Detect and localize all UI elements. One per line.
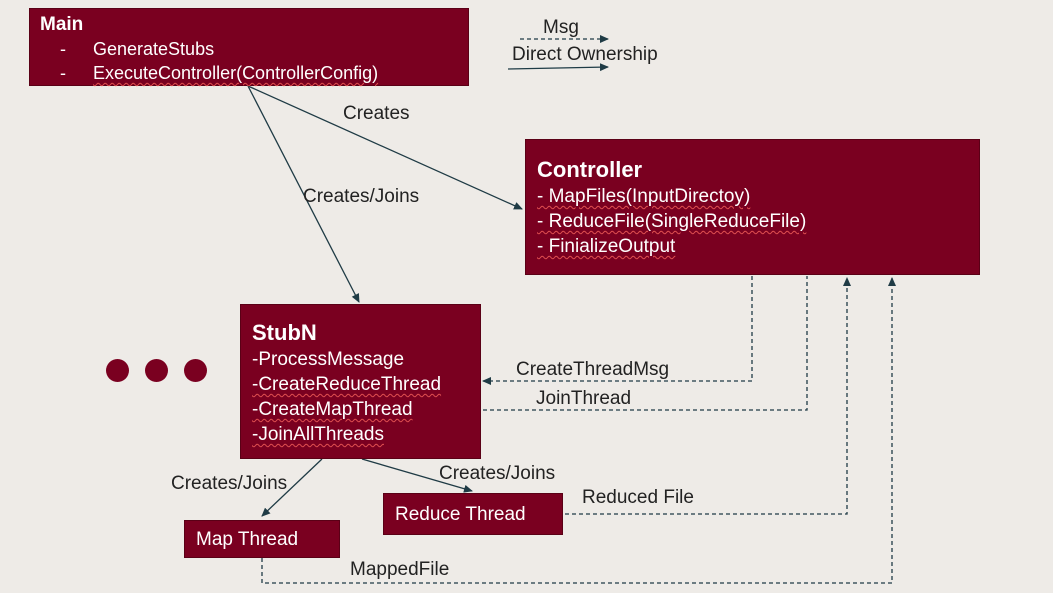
controller-box[interactable]: Controller - MapFiles(InputDirectoy) - R… (525, 139, 980, 275)
reduce-thread-box[interactable]: Reduce Thread (383, 493, 563, 535)
mapped-file-arrow (261, 277, 896, 584)
join-thread-line (483, 276, 808, 411)
main-item: - ExecuteController(ControllerConfig) (40, 61, 458, 85)
controller-item: - MapFiles(InputDirectoy) (537, 186, 751, 207)
main-title: Main (40, 14, 84, 35)
stub-title: StubN (252, 320, 317, 345)
stub-to-reduce-arrow (361, 458, 473, 493)
main-item-label: ExecuteController(ControllerConfig) (93, 63, 379, 83)
creates-joins-reduce-label: Creates/Joins (439, 463, 556, 484)
create-thread-msg-arrow (482, 276, 753, 385)
legend-msg-label: Msg (543, 17, 579, 38)
main-to-controller-arrow (247, 85, 523, 210)
legend-ownership-label: Direct Ownership (512, 44, 658, 65)
stub-item: -ProcessMessage (252, 349, 405, 370)
creates-label: Creates (343, 103, 410, 124)
mapped-file-label: MappedFile (350, 559, 450, 580)
reduced-file-arrow (565, 277, 851, 515)
reduce-thread-title: Reduce Thread (395, 504, 526, 525)
creates-joins-map-label: Creates/Joins (171, 473, 288, 494)
stub-box[interactable]: StubN -ProcessMessage -CreateReduceThrea… (240, 304, 481, 459)
stub-to-map-arrow (261, 458, 323, 517)
map-thread-box[interactable]: Map Thread (184, 520, 340, 558)
creates-joins-stub-label: Creates/Joins (303, 186, 420, 207)
stub-item: -CreateReduceThread (252, 374, 442, 395)
reduced-file-label: Reduced File (582, 487, 694, 508)
main-item: - GenerateStubs (40, 37, 458, 61)
join-thread-label: JoinThread (536, 388, 632, 409)
main-to-stub-arrow (247, 85, 360, 303)
main-box[interactable]: Main - GenerateStubs - ExecuteController(C… (29, 8, 469, 86)
main-item-bullet: - (60, 39, 66, 59)
map-thread-title: Map Thread (196, 529, 299, 550)
legend-ownership-arrow (507, 63, 609, 72)
ellipsis-dot (184, 359, 207, 382)
controller-item: - FinializeOutput (537, 236, 676, 257)
ellipsis-dot (145, 359, 168, 382)
controller-item: - ReduceFile(SingleReduceFile) (537, 211, 807, 232)
create-thread-msg-label: CreateThreadMsg (516, 359, 670, 380)
main-item-label: GenerateStubs (93, 39, 215, 59)
main-item-bullet: - (60, 63, 66, 83)
stub-item: -CreateMapThread (252, 399, 413, 420)
controller-title: Controller (537, 157, 643, 182)
ellipsis-dot (106, 359, 129, 382)
stub-item: -JoinAllThreads (252, 424, 384, 445)
